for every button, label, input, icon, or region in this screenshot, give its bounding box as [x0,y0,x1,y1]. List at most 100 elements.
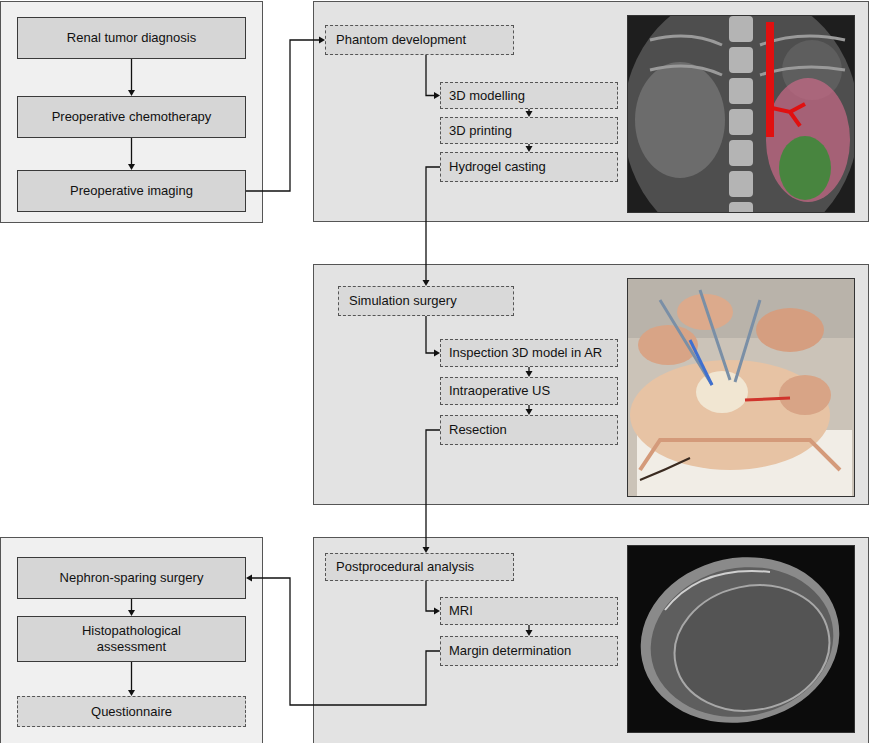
dashed-step-box: 3D modelling [440,82,618,109]
step-label: Questionnaire [91,704,172,720]
connector-line [426,430,440,547]
image-border [628,279,855,497]
flow-connector [526,367,533,377]
dashed-step-box: Inspection 3D model in AR [440,339,618,367]
flow-connector [426,581,440,615]
mri-capsule-line [665,571,770,610]
instrument [660,290,760,385]
step-label: Simulation surgery [349,293,457,309]
step-label: Phantom development [336,32,466,48]
flow-connector [526,109,533,117]
step-label: Hydrogel casting [449,159,546,175]
ct-ribs [650,36,845,75]
ct-vertebra [729,171,753,197]
ct-renal-artery [772,104,805,126]
ct-vertebra [729,109,753,135]
mri-tumor-edge [663,571,841,725]
step-label: Inspection 3D model in AR [449,345,602,361]
hand [779,375,831,415]
step-label: Nephron-sparing surgery [60,570,204,586]
flow-connector [423,430,441,553]
hand [756,308,824,352]
instrument-tip [690,340,712,385]
dashed-step-box: Phantom development [325,25,514,55]
left-panel [1,2,263,223]
ct-vertebra [729,78,753,104]
step-box: Nephron-sparing surgery [17,557,246,599]
ct-body [627,15,855,213]
dashed-step-box: Hydrogel casting [440,152,618,182]
simulation-photo [627,278,855,497]
mri-image [627,545,855,733]
step-label: Postprocedural analysis [336,559,474,575]
step-label: Intraoperative US [449,383,550,399]
dashed-step-box: MRI [440,597,618,625]
phantom-kidney [696,371,748,413]
connector-line [131,599,132,610]
dashed-step-box: Simulation surgery [338,286,514,316]
image-border [628,16,855,213]
step-label: Preoperative chemotherapy [52,109,212,125]
left-panel [1,538,263,743]
phantom-edge [640,440,840,470]
connector-line [426,167,440,280]
connector-line [131,138,132,164]
ct-vertebra [729,16,753,42]
step-label: Preoperative imaging [70,183,193,199]
connector-line [528,405,529,409]
connector-line [246,40,319,191]
dashed-step-box: Intraoperative US [440,377,618,405]
step-label: Resection [449,422,507,438]
mri-specimen [637,550,848,733]
connector-line [426,316,434,353]
connector-line [528,109,529,111]
dashed-step-box: Resection [440,415,618,445]
connector-line [131,662,132,690]
right-panel [314,265,869,505]
flow-connector [246,575,440,706]
ct-vertebra [729,140,753,166]
mri-specimen-rim [627,545,855,733]
step-label: 3D printing [449,123,512,139]
step-label: 3D modelling [449,88,525,104]
step-box: Renal tumor diagnosis [17,17,246,59]
connector-line [528,144,529,146]
flow-connector [128,662,135,696]
connector-line [528,625,529,630]
red-tube [745,398,790,400]
flow-connector [423,167,441,286]
ct-vertebra [729,202,753,213]
flow-connector [526,144,533,152]
flow-connector [128,59,135,96]
flow-connector [526,625,533,636]
connector-line [131,59,132,90]
ct-kidney [766,78,850,202]
step-box: Preoperative imaging [17,170,246,212]
connector-line [252,578,440,705]
step-label: MRI [449,603,473,619]
step-label: Histopathological assessment [57,623,207,655]
connector-line [426,55,434,96]
step-box: Histopathological assessment [17,616,246,662]
dashed-step-box: Postprocedural analysis [325,553,514,581]
image-border [628,546,855,733]
step-label: Margin determination [449,643,571,659]
ct-vertebra [729,47,753,73]
ct-liver [635,62,725,178]
dashed-step-box: Questionnaire [17,696,246,727]
flow-connector [128,138,135,170]
flow-connector [128,599,135,616]
ct-scan-image [627,15,855,213]
flow-connector [426,55,440,99]
ct-tumor [779,136,831,200]
connector-line [426,581,434,611]
arrowhead [246,575,252,582]
photo-background [627,278,855,497]
flow-connector [426,316,440,357]
right-panel [314,538,869,743]
mri-background [627,545,855,733]
dashed-step-box: 3D printing [440,117,618,144]
flow-connector [526,405,533,415]
dashed-step-box: Margin determination [440,636,618,666]
